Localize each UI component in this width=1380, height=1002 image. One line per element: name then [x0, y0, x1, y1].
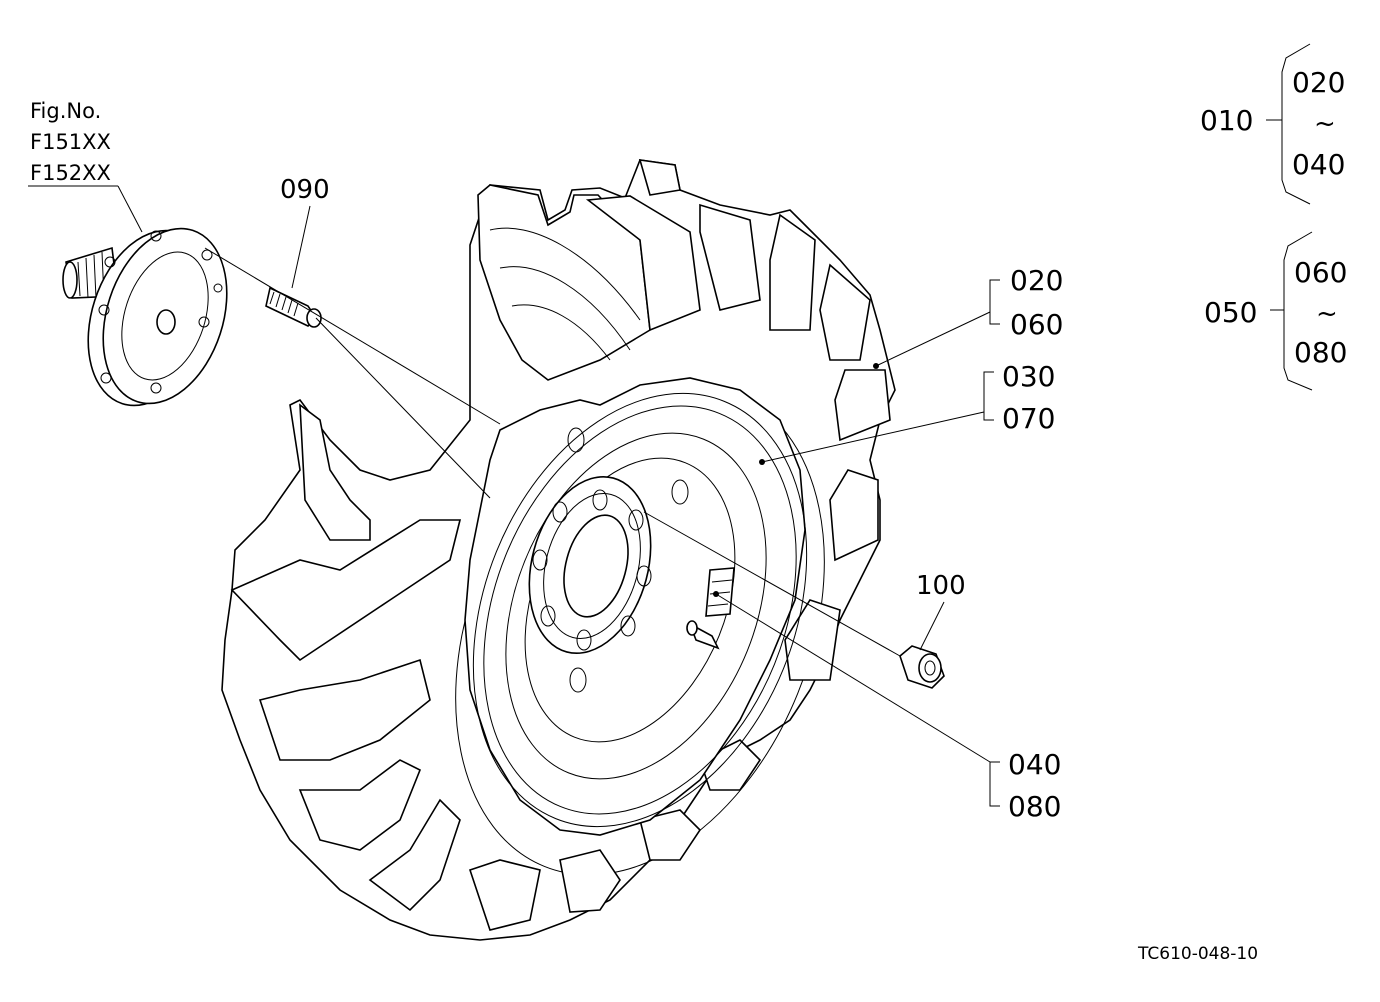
callout-070: 070 — [1002, 402, 1055, 435]
callout-020-060: 020 060 — [873, 264, 1063, 369]
callout-030-070: 030 070 — [759, 360, 1055, 465]
wheel-rim — [464, 377, 808, 836]
assembly-050-top: 060 — [1294, 256, 1347, 289]
hub-flange — [62, 227, 228, 407]
callout-060: 060 — [1010, 308, 1063, 341]
assembly-050-tilde: ~ — [1316, 299, 1338, 329]
assembly-010-id: 010 — [1200, 104, 1253, 137]
stud-bolt — [265, 286, 322, 328]
assembly-010-bottom: 040 — [1292, 148, 1345, 181]
drawing-code: TC610-048-10 — [1137, 944, 1258, 964]
callout-100: 100 — [916, 571, 966, 601]
assembly-010-top: 020 — [1292, 66, 1345, 99]
callout-080: 080 — [1008, 790, 1061, 823]
callout-030: 030 — [1002, 360, 1055, 393]
callout-040: 040 — [1008, 748, 1061, 781]
callout-090: 090 — [280, 175, 330, 205]
callout-040-080: 040 080 — [713, 591, 1061, 823]
wheel-nut — [899, 645, 945, 689]
assembly-050-id: 050 — [1204, 296, 1257, 329]
fig-reference: Fig.No. F151XX F152XX — [28, 99, 143, 233]
assembly-050-bottom: 080 — [1294, 336, 1347, 369]
assembly-050: 050 060 ~ 080 — [1204, 231, 1347, 391]
callout-020: 020 — [1010, 264, 1063, 297]
fig-code-1: F151XX — [30, 130, 111, 154]
fig-code-2: F152XX — [30, 161, 111, 185]
fig-no-label: Fig.No. — [30, 99, 101, 123]
assembly-010-tilde: ~ — [1314, 109, 1336, 139]
assembly-010: 010 020 ~ 040 — [1200, 43, 1345, 205]
